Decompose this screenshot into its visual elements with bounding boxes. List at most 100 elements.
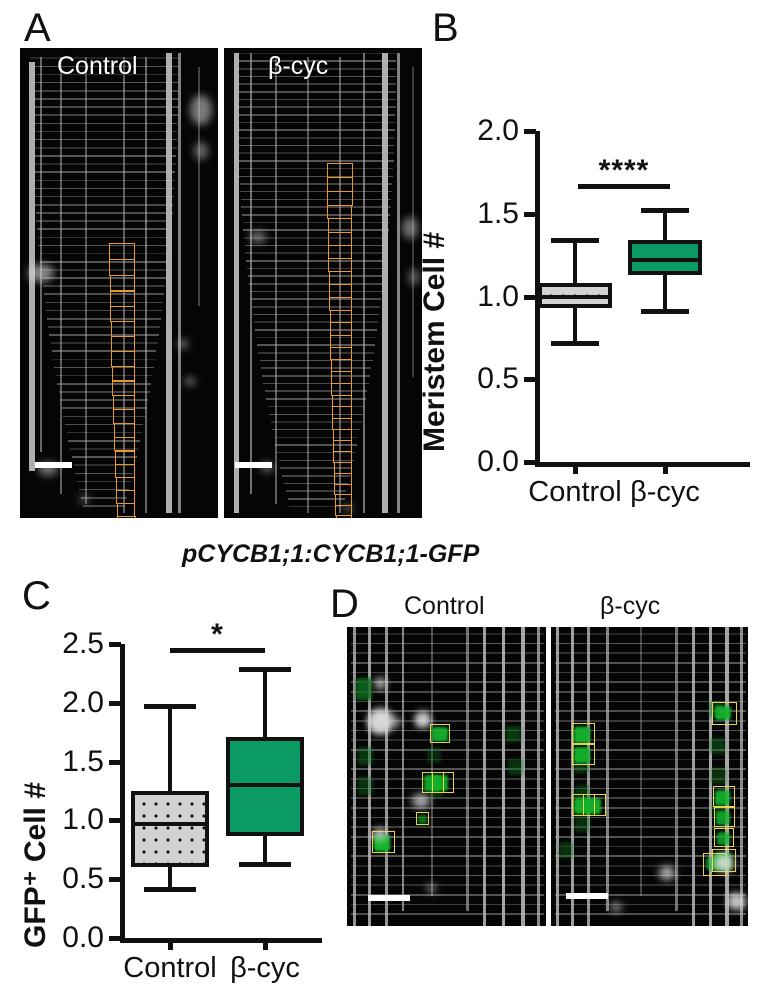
outlined-meristem-cell — [115, 463, 136, 479]
cell-wall-horizontal — [266, 398, 366, 400]
whisker-cap-upper — [239, 666, 291, 672]
root-tissue-texture — [551, 627, 748, 926]
panel-a-control-label: Control — [57, 52, 138, 80]
cell-wall-horizontal — [235, 68, 397, 70]
cell-wall-horizontal — [350, 671, 544, 674]
outlined-meristem-cell — [109, 290, 135, 307]
cell-wall-horizontal — [554, 729, 747, 732]
cell-wall-horizontal — [350, 845, 544, 848]
outlined-gfp-cell — [712, 702, 738, 726]
cell-wall-horizontal — [350, 661, 544, 664]
y-axis-tick-label: 2.0 — [62, 685, 104, 719]
root-tissue-texture — [20, 48, 218, 518]
cell-wall-horizontal — [554, 903, 747, 906]
cell-wall-horizontal — [350, 719, 544, 722]
cell-wall-horizontal — [235, 60, 397, 62]
panel-a-control-scalebar — [35, 462, 72, 468]
y-axis-tick-label: 1.0 — [477, 279, 519, 313]
cell-wall-horizontal — [243, 236, 389, 239]
fluorescence-speckle — [27, 264, 54, 283]
cell-wall-horizontal — [283, 482, 349, 485]
cell-wall-vertical — [178, 52, 182, 514]
cell-wall-horizontal — [79, 488, 129, 491]
y-axis-title: Meristem Cell # — [418, 231, 451, 452]
x-axis-tick — [263, 938, 268, 950]
cell-wall-horizontal — [237, 144, 395, 147]
cell-wall-horizontal — [45, 309, 163, 312]
cell-wall-vertical — [367, 627, 371, 926]
cell-wall-horizontal — [35, 203, 174, 206]
y-axis-tick — [524, 211, 536, 217]
cell-wall-horizontal — [57, 383, 152, 385]
cell-wall-vertical — [165, 52, 172, 514]
cell-wall-horizontal — [77, 480, 131, 483]
cell-wall-horizontal — [554, 671, 747, 674]
cell-wall-vertical — [570, 627, 574, 926]
fluorescence-speckle — [610, 902, 623, 913]
cell-wall-horizontal — [237, 129, 395, 132]
figure-center-title: pCYCB1;1:CYCB1;1-GFP — [182, 540, 480, 568]
cell-wall-horizontal — [259, 359, 373, 362]
cell-wall-horizontal — [554, 816, 747, 819]
cell-wall-horizontal — [554, 739, 747, 741]
cell-wall-horizontal — [554, 894, 747, 896]
panel-d-bcyc-scalebar — [566, 893, 608, 899]
cell-wall-vertical — [587, 627, 591, 926]
fluorescence-speckle — [374, 677, 386, 689]
y-axis-tick-label: 0.0 — [62, 921, 104, 954]
outlined-meristem-cell — [109, 259, 135, 276]
whisker-cap-upper — [550, 238, 600, 244]
gfp-positive-nucleus — [715, 789, 731, 805]
cell-wall-horizontal — [554, 690, 747, 693]
cell-wall-horizontal — [270, 421, 362, 423]
outlined-meristem-cell — [116, 490, 136, 505]
cell-wall-horizontal — [35, 212, 173, 214]
cell-wall-vertical — [691, 627, 695, 926]
cell-wall-horizontal — [262, 375, 371, 377]
y-axis-tick — [524, 129, 536, 134]
cell-wall-horizontal — [275, 444, 357, 446]
x-axis-tick-label: Control — [123, 952, 217, 984]
bright-artifact — [373, 828, 386, 841]
cell-wall-horizontal — [29, 65, 179, 68]
cell-wall-horizontal — [554, 874, 747, 877]
outlined-meristem-cell — [114, 436, 135, 452]
cell-wall-horizontal — [554, 661, 747, 664]
panel-a-control-image — [20, 48, 218, 518]
median-line — [131, 821, 209, 826]
x-axis-tick-label: Control — [528, 476, 622, 508]
cell-wall-horizontal — [75, 472, 133, 475]
x-axis-tick-label: β-cyc — [230, 952, 300, 984]
significance-bar — [170, 648, 265, 653]
y-axis-tick-label: 0.5 — [62, 862, 104, 896]
cell-wall-horizontal — [40, 269, 168, 271]
cell-wall-horizontal — [350, 642, 544, 645]
cell-wall-vertical — [502, 627, 506, 926]
gfp-background-cell — [355, 677, 372, 700]
cell-wall-horizontal — [247, 267, 386, 270]
cell-wall-horizontal — [350, 632, 544, 635]
cell-wall-horizontal — [30, 81, 179, 84]
cell-wall-horizontal — [54, 366, 154, 369]
cell-wall-vertical — [606, 627, 609, 912]
cell-wall-horizontal — [33, 187, 175, 190]
cell-wall-horizontal — [32, 163, 176, 165]
cell-wall-horizontal — [47, 317, 162, 320]
whisker-cap-upper — [640, 208, 690, 214]
fluorescence-speckle — [79, 494, 90, 503]
cell-wall-horizontal — [554, 719, 747, 722]
cell-wall-horizontal — [51, 350, 157, 353]
cell-wall-horizontal — [238, 152, 395, 155]
outlined-meristem-cell — [113, 409, 135, 425]
cell-wall-horizontal — [32, 155, 177, 157]
outlined-meristem-cell — [328, 245, 353, 260]
fluorescence-speckle — [411, 794, 430, 809]
cell-wall-horizontal — [31, 130, 178, 133]
root-tissue-texture — [224, 48, 422, 518]
outlined-gfp-cell — [416, 811, 430, 825]
cell-wall-horizontal — [63, 415, 145, 418]
panel-letter-a: A — [24, 6, 51, 50]
outlined-meristem-cell — [112, 394, 135, 411]
cell-wall-horizontal — [350, 884, 544, 886]
